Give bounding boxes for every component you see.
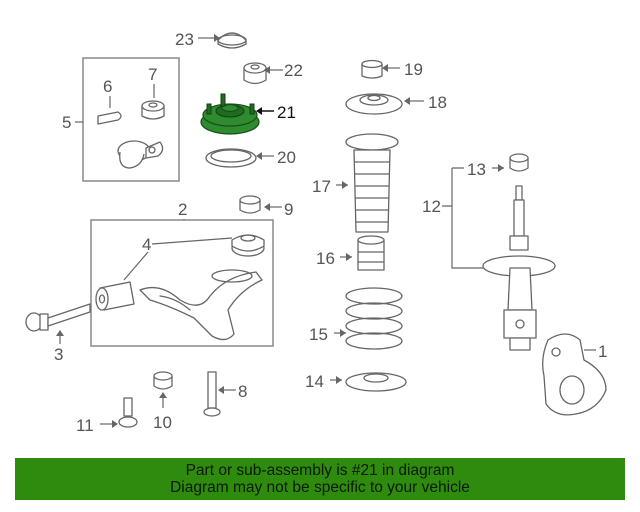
- part-11-bolt[interactable]: [118, 397, 138, 428]
- callout-3[interactable]: 3: [54, 345, 63, 364]
- callout-4[interactable]: 4: [142, 235, 151, 254]
- callout-14[interactable]: 14: [305, 372, 324, 391]
- arrow-22: [264, 66, 270, 74]
- callout-11[interactable]: 11: [76, 416, 94, 435]
- part-12-strut[interactable]: [482, 185, 556, 351]
- part-9-nut[interactable]: [239, 195, 261, 214]
- callout-15[interactable]: 15: [309, 325, 328, 344]
- part-22-nut[interactable]: [243, 62, 267, 85]
- callout-5[interactable]: 5: [62, 113, 71, 132]
- arrow-23: [214, 34, 220, 42]
- part-3-bolt[interactable]: [25, 303, 91, 332]
- part-14-insulator[interactable]: [345, 372, 407, 392]
- callout-16[interactable]: 16: [316, 249, 335, 268]
- group-box-2: [90, 219, 274, 347]
- banner-line-2: Diagram may not be specific to your vehi…: [170, 479, 470, 496]
- arrow-9: [264, 203, 270, 211]
- part-1-knuckle[interactable]: [542, 333, 607, 416]
- arrow-8: [218, 386, 224, 394]
- arrow-14: [336, 376, 342, 384]
- callout-1[interactable]: 1: [598, 342, 607, 361]
- callout-6[interactable]: 6: [103, 77, 112, 96]
- part-7-nut[interactable]: [141, 100, 165, 120]
- callout-21[interactable]: 21: [277, 103, 296, 122]
- callout-12[interactable]: 12: [422, 197, 441, 216]
- part-18-upper-seat[interactable]: [345, 93, 403, 115]
- part-4-bushing-upper[interactable]: [231, 234, 265, 257]
- arrow-18: [404, 97, 410, 105]
- callout-8[interactable]: 8: [238, 382, 247, 401]
- arrow-20: [256, 152, 262, 160]
- part-23-cap[interactable]: [217, 32, 247, 49]
- part-4-bushing-lower[interactable]: [95, 281, 135, 311]
- callout-13[interactable]: 13: [467, 160, 486, 179]
- callout-20[interactable]: 20: [277, 148, 296, 167]
- arrow-16: [346, 253, 352, 261]
- arrow-10: [159, 392, 167, 398]
- leader-12: [442, 167, 488, 269]
- callout-7[interactable]: 7: [148, 65, 157, 84]
- leader-4a: [151, 237, 233, 245]
- arrow-19: [382, 64, 388, 72]
- group-box-5: [82, 57, 180, 182]
- arrow-15: [340, 329, 346, 337]
- parts-diagram: 23 22 21 20 9 5 6 7: [25, 30, 607, 435]
- callout-10[interactable]: 10: [153, 413, 172, 432]
- part-20-ring[interactable]: [205, 148, 257, 168]
- part-5-ball-joint[interactable]: [117, 140, 164, 169]
- callout-2[interactable]: 2: [178, 200, 187, 219]
- leader-4b: [123, 251, 149, 281]
- part-17-boot[interactable]: [345, 133, 399, 233]
- callout-17[interactable]: 17: [312, 177, 331, 196]
- arrow-11: [112, 420, 118, 428]
- arrow-3: [56, 330, 64, 336]
- callout-19[interactable]: 19: [404, 60, 423, 79]
- arrow-13: [498, 164, 504, 172]
- part-15-coil-spring[interactable]: [345, 287, 403, 350]
- callout-18[interactable]: 18: [428, 93, 447, 112]
- part-21-strut-mount[interactable]: [200, 93, 260, 135]
- arrow-21: [256, 107, 262, 115]
- part-19-stopper[interactable]: [361, 59, 383, 79]
- part-10-nut[interactable]: [153, 371, 173, 390]
- callout-22[interactable]: 22: [284, 61, 303, 80]
- arrow-17: [342, 181, 348, 189]
- part-16-bump-stop[interactable]: [357, 235, 385, 271]
- callout-23[interactable]: 23: [175, 30, 194, 49]
- callout-9[interactable]: 9: [284, 200, 293, 219]
- info-banner: Part or sub-assembly is #21 in diagram D…: [15, 458, 625, 500]
- part-6-clip[interactable]: [97, 111, 122, 125]
- part-13-nut[interactable]: [509, 153, 529, 172]
- part-2-control-arm[interactable]: [139, 269, 263, 341]
- banner-line-1: Part or sub-assembly is #21 in diagram: [185, 462, 455, 479]
- part-8-bolt[interactable]: [203, 371, 221, 417]
